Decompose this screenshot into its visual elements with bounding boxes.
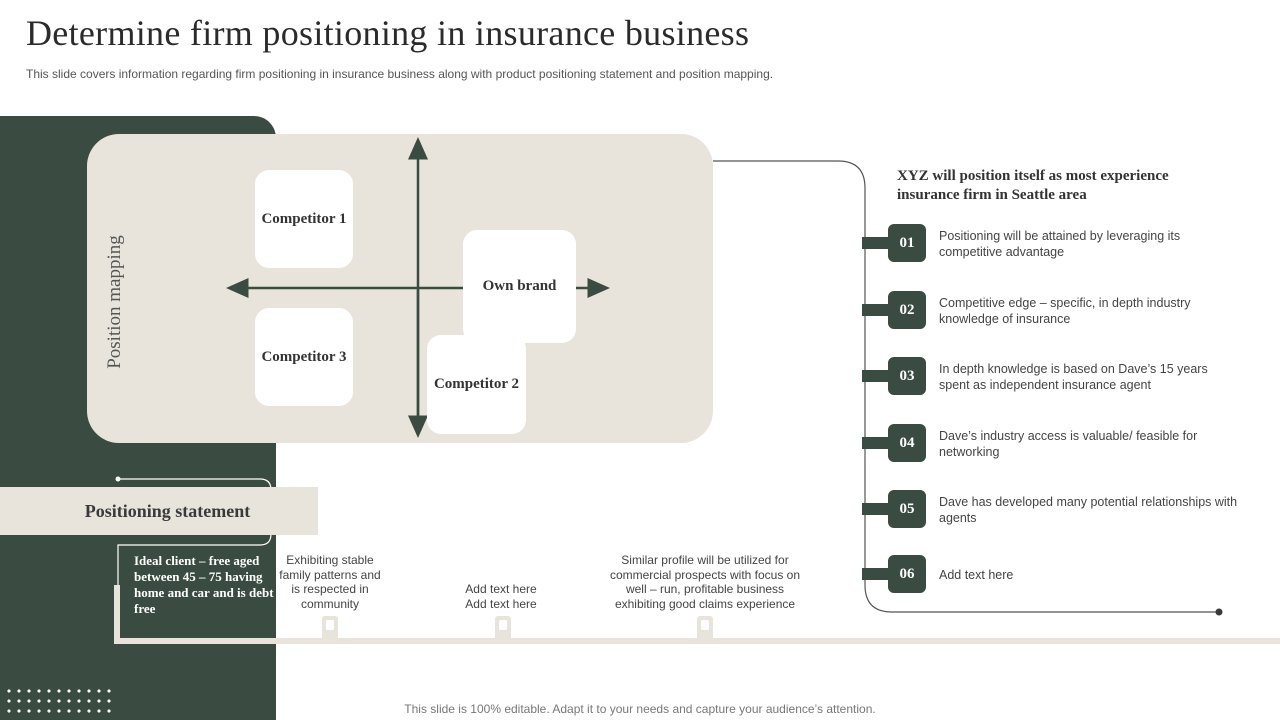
dot-pattern-decoration [4, 686, 114, 716]
footer-note: This slide is 100% editable. Adapt it to… [404, 702, 876, 716]
item-number-badge: 04 [888, 424, 926, 462]
page-subtitle: This slide covers information regarding … [26, 67, 774, 81]
positioning-statement-bar [0, 487, 318, 535]
list-item-text: Dave’s industry access is valuable/ feas… [939, 429, 1198, 459]
list-bracket-line [713, 160, 1218, 613]
list-item-text: In depth knowledge is based on Dave’s 15… [939, 362, 1208, 392]
item-number-badge: 01 [888, 224, 926, 262]
item-number-badge: 05 [888, 490, 926, 528]
bracket-end-dot [1215, 608, 1223, 616]
list-item-text: Dave has developed many potential relati… [939, 495, 1238, 525]
positioning-statement-label: Positioning statement [84, 500, 251, 521]
list-item-text: Add text here [939, 568, 1014, 582]
statement-note-3: Similar profile will be utilized for com… [609, 553, 801, 611]
timeline-marker [322, 616, 338, 640]
own-brand-card: Own brand [463, 230, 576, 343]
page-title: Determine firm positioning in insurance … [26, 13, 750, 53]
item-number-badge: 03 [888, 357, 926, 395]
timeline-bar [114, 638, 1280, 644]
statement-note-1: Exhibiting stable family patterns and is… [279, 553, 381, 611]
competitor-1-card: Competitor 1 [255, 170, 353, 268]
competitor-2-card: Competitor 2 [427, 335, 526, 434]
list-item-text: Competitive edge – specific, in depth in… [939, 296, 1191, 326]
ideal-client-text: Ideal client – free aged between 45 – 75… [134, 553, 274, 616]
item-number-badge: 02 [888, 291, 926, 329]
statement-note-2: Add text here Add text here [465, 582, 537, 611]
competitor-3-card: Competitor 3 [255, 308, 353, 406]
positioning-heading: XYZ will position itself as most experie… [897, 168, 1169, 203]
timeline-marker [495, 616, 511, 640]
list-item-text: Positioning will be attained by leveragi… [939, 229, 1181, 259]
item-number-badge: 06 [888, 555, 926, 593]
timeline-marker [697, 616, 713, 640]
